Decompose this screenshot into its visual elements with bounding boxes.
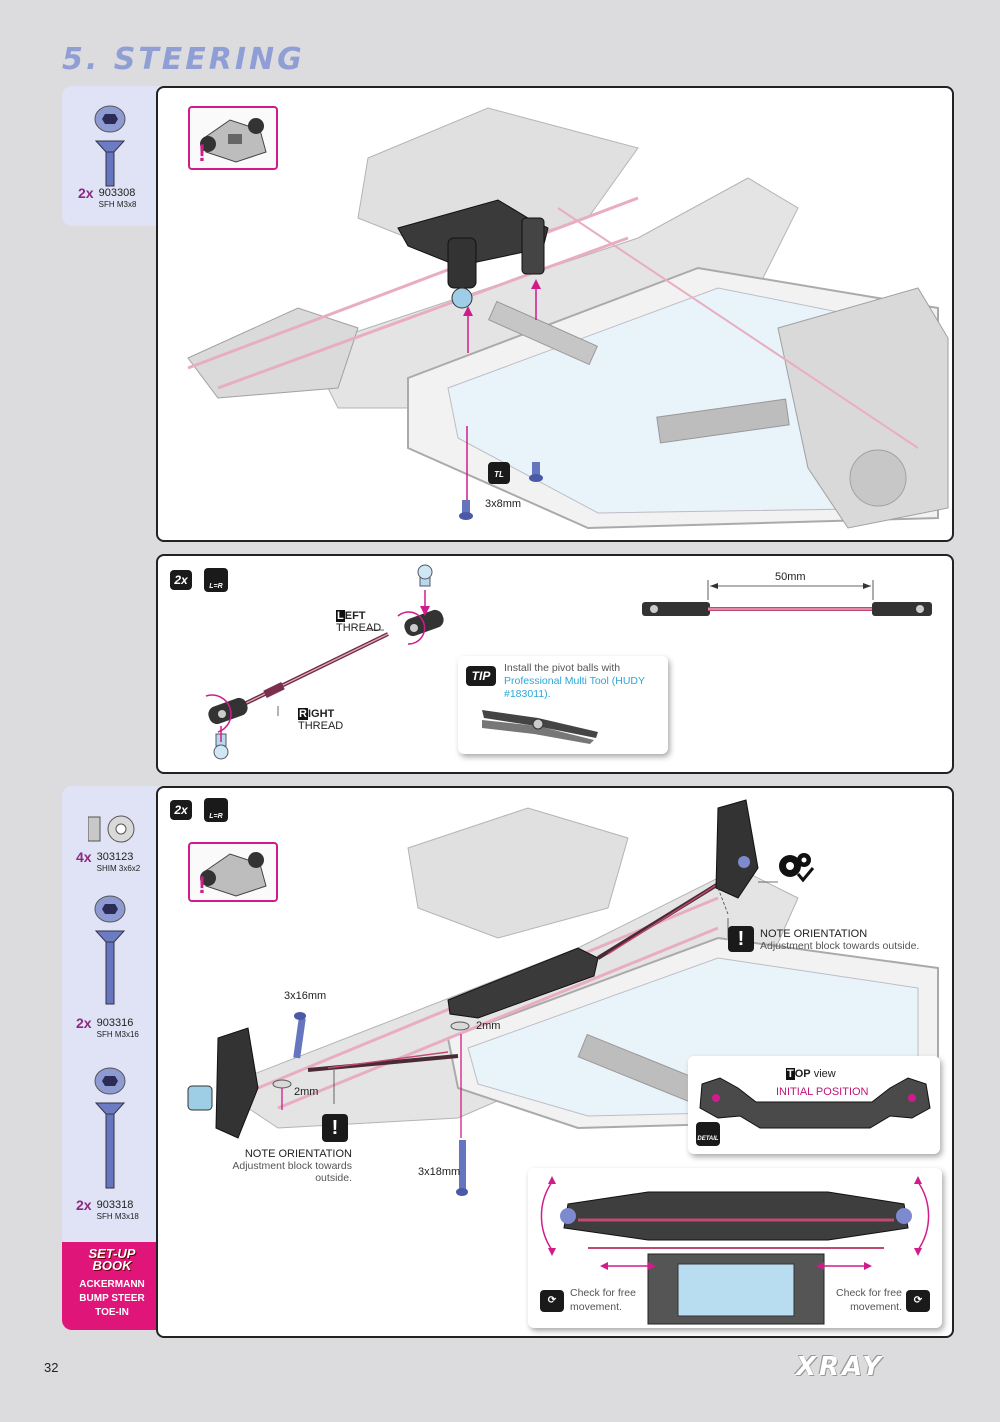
- page-number: 32: [44, 1360, 59, 1375]
- setup-item-bump-steer: BUMP STEER: [79, 1293, 145, 1304]
- detail-zoom-icon: DETAIL: [696, 1122, 720, 1146]
- page-title: 5. STEERING: [62, 42, 305, 77]
- note-exclamation-icon: !: [322, 1114, 348, 1142]
- top-view-title: TOP view: [786, 1068, 836, 1080]
- screw-label-3x16: 3x16mm: [284, 990, 327, 1002]
- screw-903318-icon: [94, 1067, 126, 1189]
- steering-bridge-top-view: [699, 1077, 931, 1129]
- car-thumbnail-icon: [200, 118, 267, 163]
- step1-panel: ! TL 3x8mm: [156, 86, 954, 542]
- note-orientation-left: NOTE ORIENTATION Adjustment block toward…: [232, 1148, 352, 1184]
- note-exclamation-icon: !: [728, 926, 754, 952]
- front-end-drawing: [540, 1176, 930, 1325]
- check-free-movement-right: Check for free movement.: [836, 1287, 902, 1313]
- initial-position-label: INITIAL POSITION: [776, 1086, 869, 1098]
- screw-903316-icon: [94, 895, 126, 1005]
- screw-903308-icon: [94, 105, 126, 187]
- note-orientation-right: NOTE ORIENTATION Adjustment block toward…: [760, 928, 920, 952]
- screw-label-3x18: 3x18mm: [418, 1166, 461, 1178]
- check-free-movement-left: Check for free movement.: [570, 1287, 636, 1313]
- attention-icon: !: [198, 872, 206, 899]
- tip-box: TIP Install the pivot balls with Profess…: [458, 656, 668, 754]
- wrench-check-icon: ⟳: [906, 1290, 930, 1312]
- dimension-label-50mm: 50mm: [775, 571, 806, 583]
- setup-book-items: ACKERMANN BUMP STEER TOE-IN: [62, 1278, 162, 1320]
- gear-check-icon: [779, 853, 815, 883]
- tip-text: Install the pivot balls with Professiona…: [504, 662, 645, 700]
- locator-thumbnail: [188, 842, 278, 902]
- setup-item-ackermann: ACKERMANN: [79, 1279, 145, 1290]
- movement-check-box: ⟳ Check for free movement. Check for fre…: [528, 1168, 942, 1328]
- shim-label-2mm: 2mm: [476, 1020, 501, 1032]
- screw-label-3x8: 3x8mm: [485, 498, 522, 510]
- left-right-same-icon: L=R: [204, 568, 228, 592]
- quantity-badge: 2x: [170, 800, 192, 820]
- allen-wrench-icon: TL: [488, 462, 510, 484]
- step3-panel: 2x L=R !: [156, 786, 954, 1338]
- tip-badge: TIP: [466, 666, 496, 686]
- top-view-detail-box: TOP view INITIAL POSITION DETAIL: [688, 1056, 940, 1154]
- shim-label-2mm: 2mm: [294, 1086, 319, 1098]
- left-right-same-icon: L=R: [204, 798, 228, 822]
- wrench-check-icon: ⟳: [540, 1290, 564, 1312]
- shim-303123-icon: [88, 815, 135, 843]
- brand-logo: XRAY: [796, 1352, 885, 1382]
- car-thumbnail-icon: [200, 852, 267, 897]
- setup-item-toe-in: TOE-IN: [95, 1307, 129, 1318]
- turnbuckle-assembly-drawing: [205, 564, 932, 760]
- locator-thumbnail: [188, 106, 278, 170]
- attention-icon: !: [198, 140, 206, 167]
- chassis-drawing: [187, 107, 949, 530]
- multi-tool-icon: [482, 710, 598, 744]
- quantity-badge: 2x: [170, 570, 192, 590]
